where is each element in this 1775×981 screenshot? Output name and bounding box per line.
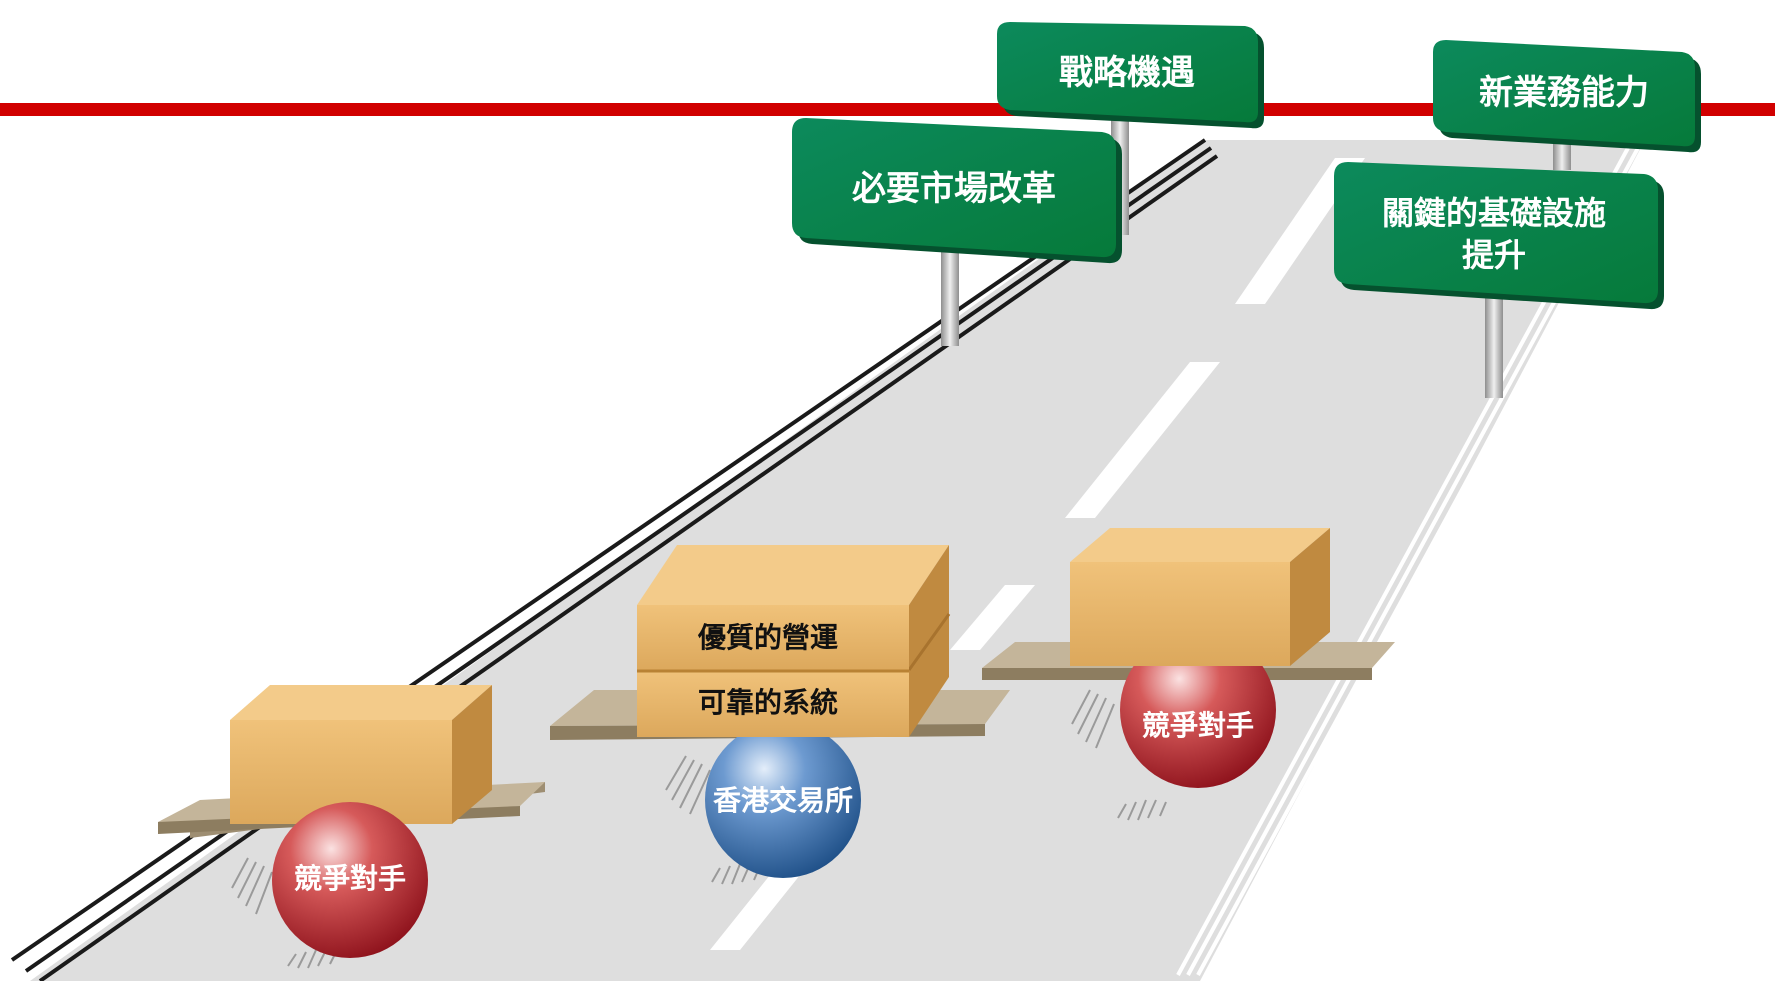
box-label-top: 優質的營運 bbox=[697, 621, 838, 654]
box-label-bottom: 可靠的系統 bbox=[698, 686, 838, 719]
competitor-right-group: 競爭對手 bbox=[982, 528, 1395, 788]
box-front bbox=[1070, 562, 1290, 666]
sign-label-line2: 提升 bbox=[1462, 236, 1526, 274]
sign-label: 必要市場改革 bbox=[852, 169, 1056, 209]
sign-label-line1: 關鍵的基礎設施 bbox=[1382, 194, 1606, 232]
competitor-left-group: 競爭對手 bbox=[158, 685, 545, 958]
ball-label: 競爭對手 bbox=[294, 862, 406, 895]
sign-necessary-market-reforms: 必要市場改革 bbox=[792, 118, 1122, 264]
box-front-bottom bbox=[637, 671, 909, 737]
sign-label: 新業務能力 bbox=[1479, 73, 1649, 113]
competitor-ball bbox=[272, 802, 428, 958]
sign-label: 戰略機遇 bbox=[1059, 53, 1195, 93]
sign-key-infrastructure-upgrades: 關鍵的基礎設施 提升 bbox=[1334, 162, 1664, 310]
ball-label: 香港交易所 bbox=[713, 784, 853, 817]
sign-new-business-capabilities: 新業務能力 bbox=[1433, 40, 1701, 153]
motion-streaks bbox=[231, 689, 1167, 969]
ball-label: 競爭對手 bbox=[1142, 709, 1254, 742]
box-front-top bbox=[637, 605, 909, 671]
header-red-line bbox=[0, 103, 1775, 116]
sign-strategic-opportunities: 戰略機遇 bbox=[997, 22, 1264, 129]
competitor-ball bbox=[1120, 632, 1276, 788]
hkex-group: 香港交易所 優質的營運 可靠的系統 bbox=[550, 545, 1010, 878]
hkex-ball bbox=[705, 722, 861, 878]
